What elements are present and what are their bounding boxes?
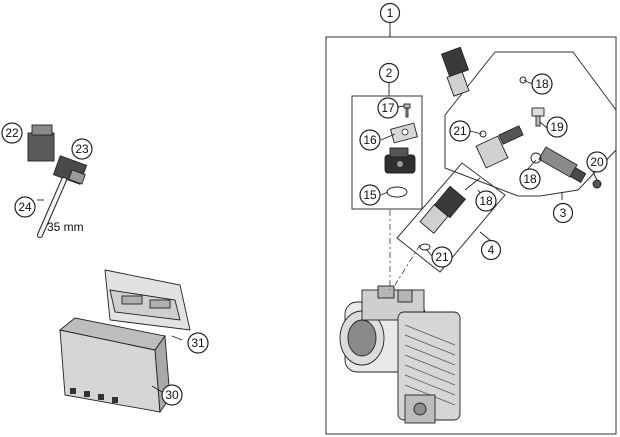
sensor-connector: [52, 155, 88, 185]
callout-16: 16: [359, 129, 381, 151]
callout-17: 17: [377, 97, 399, 119]
callout-24: 24: [14, 196, 36, 218]
svg-text:19: 19: [550, 120, 564, 134]
seal-ring-b: [592, 179, 602, 189]
svg-text:15: 15: [363, 188, 377, 202]
callout-23: 23: [71, 138, 93, 160]
svg-text:20: 20: [590, 155, 604, 169]
callout-21-a: 21: [449, 120, 471, 142]
injector-seal-line: [464, 177, 481, 191]
callout-3: 3: [552, 202, 574, 224]
seal-ring-a: [530, 152, 542, 164]
callout-18-a: 18: [531, 73, 553, 95]
svg-text:23: 23: [75, 142, 89, 156]
svg-text:31: 31: [191, 336, 205, 350]
sensor-bracket: [390, 122, 418, 144]
callout-31: 31: [187, 332, 209, 354]
small-plug: [531, 107, 545, 127]
svg-text:22: 22: [5, 126, 19, 140]
ecu-cover: [104, 269, 191, 331]
sensor-o-ring: [386, 186, 408, 198]
callout-22: 22: [1, 122, 23, 144]
svg-text:24: 24: [18, 200, 32, 214]
svg-text:2: 2: [386, 66, 393, 80]
injector-o-ring: [419, 243, 431, 251]
svg-text:18: 18: [479, 194, 493, 208]
hose-length-label: 35 mm: [47, 220, 84, 234]
centerline-injector: [394, 244, 421, 286]
callout-2: 2: [378, 62, 400, 84]
svg-text:18: 18: [535, 77, 549, 91]
svg-text:18: 18: [523, 172, 537, 186]
callout-19: 19: [546, 116, 568, 138]
callout-30: 30: [161, 384, 183, 406]
callout-4: 4: [480, 239, 502, 261]
fuel-rail-connector: [475, 125, 524, 169]
svg-text:16: 16: [363, 133, 377, 147]
connector-housing: [27, 124, 55, 162]
callout-18-b: 18: [519, 168, 541, 190]
callout-21-b: 21: [431, 246, 453, 268]
svg-text:1: 1: [387, 6, 394, 20]
seal-ring-d: [479, 130, 487, 138]
callout-1: 1: [379, 2, 401, 24]
svg-text:17: 17: [381, 101, 395, 115]
svg-text:30: 30: [165, 388, 179, 402]
svg-text:21: 21: [435, 250, 449, 264]
svg-text:3: 3: [560, 206, 567, 220]
map-sensor: [384, 147, 416, 174]
seal-ring-c: [519, 76, 527, 84]
ecu-unit: [58, 317, 171, 414]
callout-15: 15: [359, 184, 381, 206]
assembly-frame-main: [325, 30, 617, 435]
svg-text:21: 21: [453, 124, 467, 138]
hose-piece: [37, 177, 67, 238]
throttle-body-housing: [339, 285, 461, 424]
fuel-injector-upper: [440, 46, 470, 97]
callout-20: 20: [586, 151, 608, 173]
assembly-frame-sensor-group: [351, 95, 423, 210]
sensor-screw: [403, 103, 411, 118]
fuel-injector-lower: [419, 185, 467, 234]
svg-text:4: 4: [488, 243, 495, 257]
callout-18-c: 18: [475, 190, 497, 212]
assembly-frame-injector-group-lower: [396, 162, 506, 273]
pressure-sensor: [538, 146, 587, 183]
leader-lines: [37, 22, 598, 393]
